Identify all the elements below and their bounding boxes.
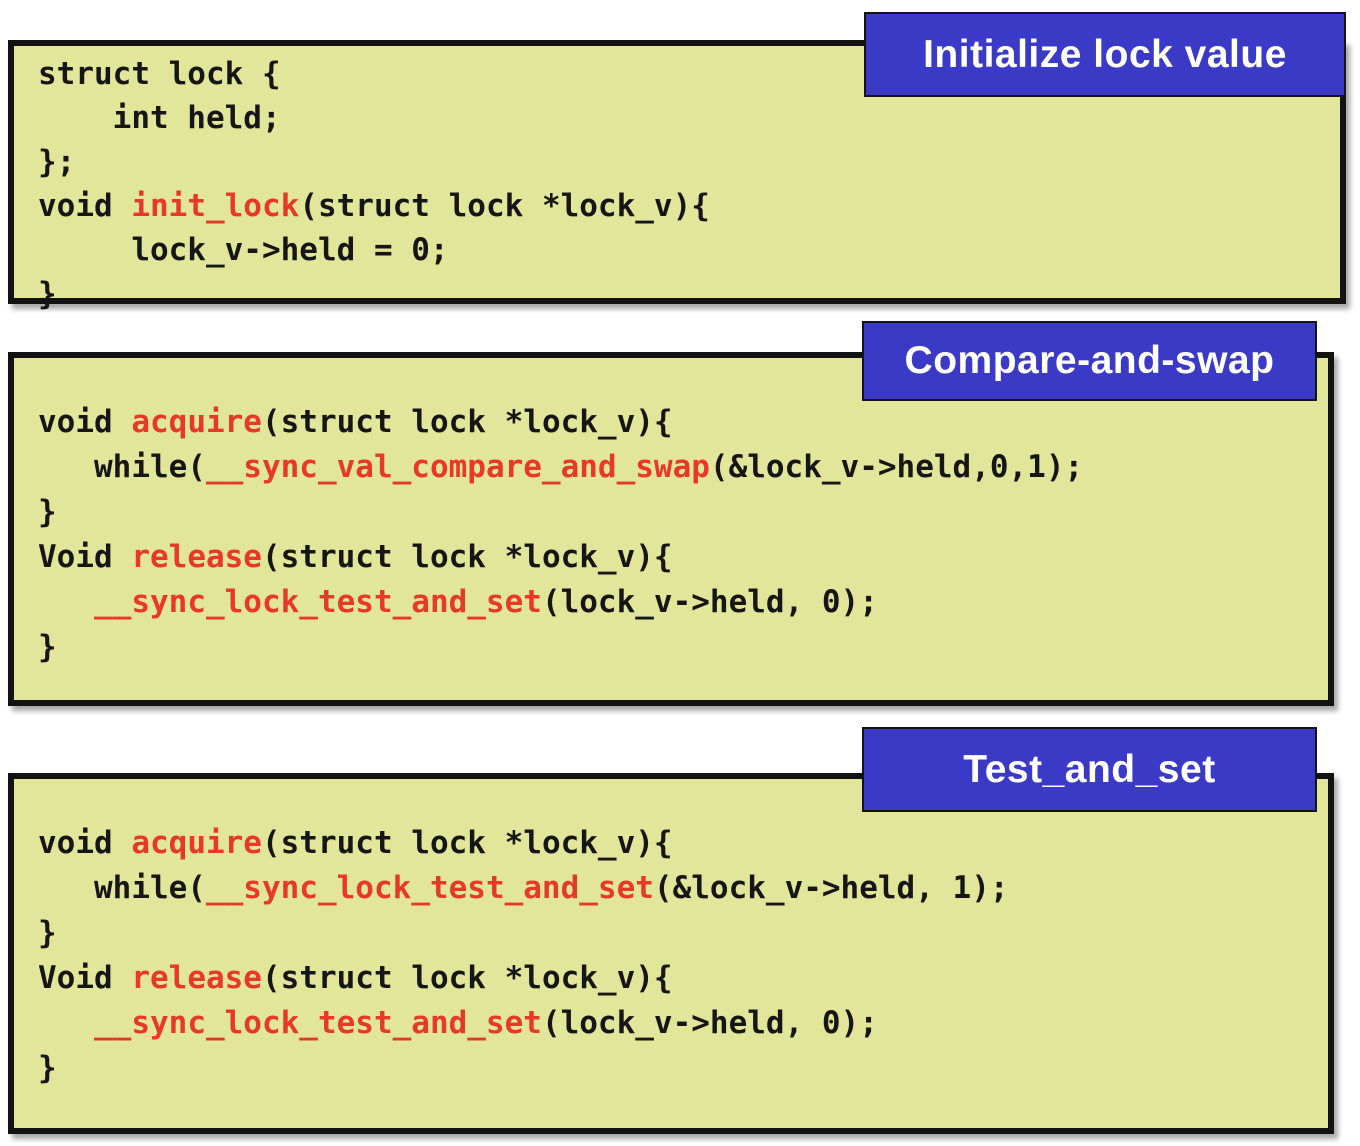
- code-text: Void: [38, 960, 132, 996]
- code-text: (struct lock *lock_v){: [299, 188, 710, 224]
- code-text: [38, 584, 94, 620]
- code-line: };: [38, 140, 1340, 184]
- code-line: __sync_lock_test_and_set(lock_v->held, 0…: [38, 580, 1328, 625]
- caption-initialize-lock-value: Initialize lock value: [864, 12, 1346, 97]
- code-line: }: [38, 911, 1328, 956]
- code-line: void acquire(struct lock *lock_v){: [38, 400, 1328, 445]
- code-block-test-and-set: void acquire(struct lock *lock_v){ while…: [14, 779, 1328, 1091]
- code-line: void init_lock(struct lock *lock_v){: [38, 184, 1340, 228]
- code-highlighted-token: __sync_lock_test_and_set: [205, 870, 654, 906]
- code-text: (&lock_v->held,0,1);: [709, 449, 1084, 485]
- code-highlighted-token: release: [131, 539, 262, 575]
- code-box-compare-and-swap: void acquire(struct lock *lock_v){ while…: [8, 352, 1334, 706]
- code-block-init-lock: struct lock { int held;}; void init_lock(…: [14, 46, 1340, 316]
- code-line: lock_v->held = 0;: [38, 228, 1340, 272]
- code-text: (lock_v->held, 0);: [541, 1005, 878, 1041]
- code-line: Void release(struct lock *lock_v){: [38, 535, 1328, 580]
- code-line: int held;: [38, 96, 1340, 140]
- code-text: (struct lock *lock_v){: [261, 404, 673, 440]
- caption-test-and-set: Test_and_set: [862, 727, 1317, 812]
- code-text: void: [38, 825, 132, 861]
- code-text: (&lock_v->held, 1);: [653, 870, 1009, 906]
- code-line: Void release(struct lock *lock_v){: [38, 956, 1328, 1001]
- caption-compare-and-swap: Compare-and-swap: [862, 321, 1317, 401]
- code-highlighted-token: acquire: [131, 404, 262, 440]
- code-text: }: [38, 1050, 57, 1086]
- code-text: }: [38, 915, 57, 951]
- code-text: (struct lock *lock_v){: [261, 825, 673, 861]
- code-text: }: [38, 276, 57, 312]
- caption-label: Initialize lock value: [923, 32, 1287, 76]
- code-line: while(__sync_lock_test_and_set(&lock_v->…: [38, 866, 1328, 911]
- code-highlighted-token: __sync_lock_test_and_set: [94, 584, 542, 620]
- caption-label: Test_and_set: [963, 747, 1216, 791]
- code-line: struct lock {: [38, 52, 1340, 96]
- code-line: }: [38, 625, 1328, 670]
- code-highlighted-token: acquire: [131, 825, 262, 861]
- code-text: };: [38, 144, 76, 180]
- code-highlighted-token: __sync_val_compare_and_swap: [205, 449, 710, 485]
- code-text: (struct lock *lock_v){: [261, 539, 673, 575]
- code-line: }: [38, 272, 1340, 316]
- code-highlighted-token: __sync_lock_test_and_set: [94, 1005, 542, 1041]
- code-box-test-and-set: void acquire(struct lock *lock_v){ while…: [8, 773, 1334, 1134]
- code-text: struct lock {: [38, 56, 281, 92]
- code-text: void: [38, 404, 132, 440]
- code-text: (struct lock *lock_v){: [261, 960, 673, 996]
- code-text: (lock_v->held, 0);: [541, 584, 878, 620]
- code-text: while(: [38, 870, 206, 906]
- code-line: __sync_lock_test_and_set(lock_v->held, 0…: [38, 1001, 1328, 1046]
- code-text: }: [38, 629, 57, 665]
- code-block-compare-and-swap: void acquire(struct lock *lock_v){ while…: [14, 358, 1328, 670]
- caption-label: Compare-and-swap: [904, 339, 1275, 382]
- code-text: Void: [38, 539, 132, 575]
- code-line: while(__sync_val_compare_and_swap(&lock_…: [38, 445, 1328, 490]
- code-line: void acquire(struct lock *lock_v){: [38, 821, 1328, 866]
- code-text: [38, 1005, 94, 1041]
- code-text: lock_v->held = 0;: [38, 232, 449, 268]
- code-text: }: [38, 494, 57, 530]
- code-text: void: [38, 188, 132, 224]
- code-line: }: [38, 490, 1328, 535]
- code-line: }: [38, 1046, 1328, 1091]
- code-text: int held;: [38, 100, 281, 136]
- code-highlighted-token: release: [131, 960, 262, 996]
- code-text: while(: [38, 449, 206, 485]
- code-highlighted-token: init_lock: [131, 188, 300, 224]
